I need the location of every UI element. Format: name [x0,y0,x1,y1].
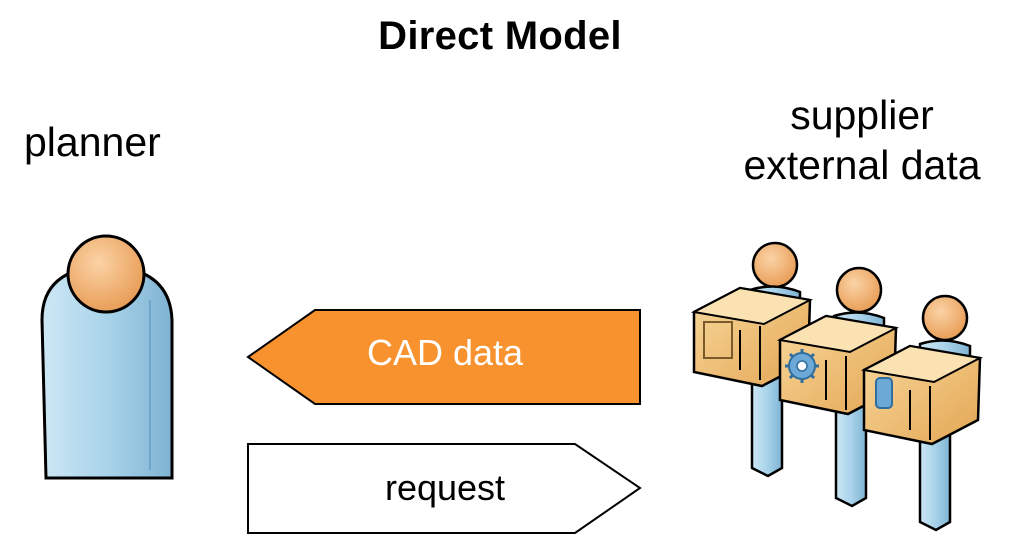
supplier-person-2 [776,266,900,508]
suppliers-with-boxes-icon [690,241,984,532]
supplier-label: supplier external data [712,90,1012,190]
cad-data-arrow [246,309,641,405]
diagram-title: Direct Model [378,14,622,58]
cad-data-label: CAD data [366,332,524,373]
planner-person-icon [40,234,174,480]
supplier-label-line1: supplier [790,92,934,138]
request-label: request [384,467,506,508]
supplier-label-line2: external data [743,142,981,188]
supplier-person-3 [860,294,984,532]
gear-icon [785,349,819,383]
request-arrow [247,443,642,534]
planner-label: planner [24,119,161,165]
